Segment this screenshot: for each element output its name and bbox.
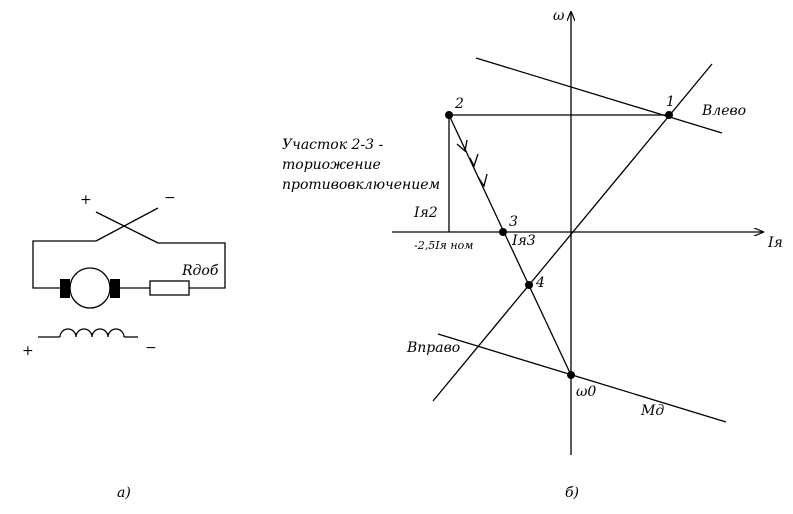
point-2 <box>445 111 453 119</box>
point-3-label: 3 <box>509 214 518 230</box>
motor-brush-right <box>110 279 120 298</box>
circuit-wire-left <box>32 240 96 289</box>
motor-armature-icon <box>69 267 111 309</box>
segment-note-line2: ториожение <box>282 157 381 173</box>
characteristic-through-origin <box>432 63 713 402</box>
characteristic-left <box>475 57 723 134</box>
characteristic-md <box>437 333 727 423</box>
point-omega0 <box>567 371 575 379</box>
point-4 <box>525 281 533 289</box>
point-1-label: 1 <box>666 94 675 110</box>
supply-minus-top: − <box>164 190 176 206</box>
supply-plus-top: + <box>80 192 92 208</box>
point-4-label: 4 <box>535 275 545 291</box>
characteristics-graph: ω Iя 1 2 3 4 Влево Вправо Мд ω0 Участок … <box>282 8 783 501</box>
braking-line-2-omega0 <box>448 114 572 376</box>
caption-a: а) <box>117 485 131 501</box>
current-axis-label: Iя <box>767 235 783 251</box>
direction-arrow-2 <box>469 153 479 168</box>
label-left: Влево <box>701 103 746 119</box>
field-coil-icon <box>59 328 125 338</box>
field-minus: − <box>145 340 157 356</box>
label-i3: Iя3 <box>511 233 536 249</box>
resistor-label: Rдоб <box>181 263 219 279</box>
label-omega0: ω0 <box>576 384 596 400</box>
point-1 <box>665 111 673 119</box>
switch-diagonal-a <box>95 211 159 244</box>
segment-note-line3: противовключением <box>282 177 440 193</box>
direction-arrow-3 <box>477 173 488 188</box>
point-3 <box>499 228 507 236</box>
field-plus: + <box>22 343 34 359</box>
circuit-diagram: + − Rдоб + − а) <box>22 190 226 501</box>
caption-b: б) <box>565 485 579 501</box>
direction-arrow-1 <box>456 139 468 153</box>
label-i-nom: -2,5Iя ном <box>414 239 473 252</box>
point-2-label: 2 <box>454 96 464 112</box>
resistor-icon <box>149 280 190 296</box>
label-i2: Iя2 <box>413 205 438 221</box>
switch-diagonal-b <box>95 207 159 242</box>
segment-note-line1: Участок 2-3 - <box>282 137 384 153</box>
label-md: Мд <box>640 403 664 419</box>
motor-brush-left <box>60 279 70 298</box>
circuit-wire-right <box>158 242 226 289</box>
label-right: Вправо <box>406 340 460 356</box>
omega-axis-label: ω <box>553 8 565 24</box>
